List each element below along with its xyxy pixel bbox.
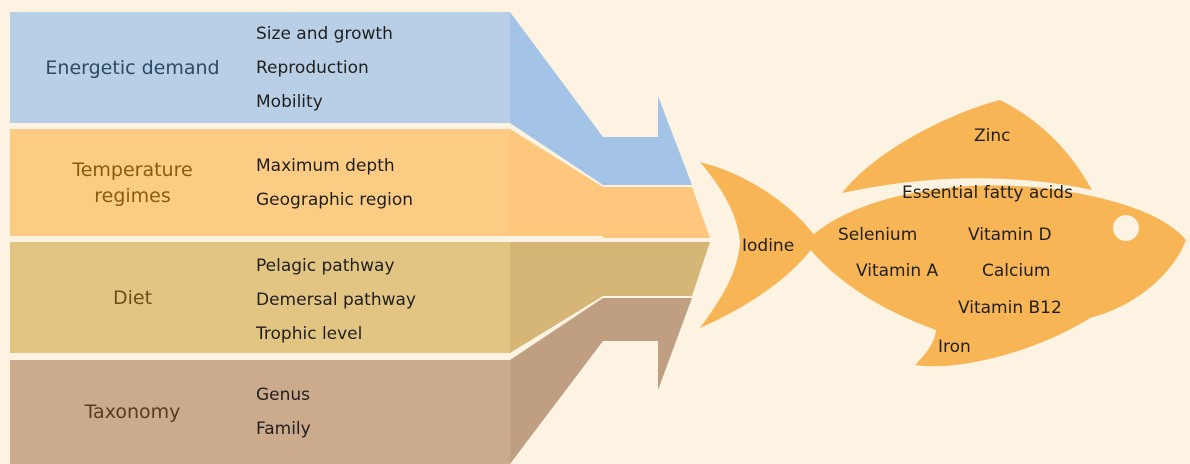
nutrient-vitamin-d: Vitamin D (968, 225, 1052, 245)
nutrient-essential-fatty-acids: Essential fatty acids (902, 183, 1073, 203)
band-taxonomy-wedge (510, 298, 603, 464)
factor-label-taxonomy: Taxonomy (30, 360, 235, 464)
list-item: Size and growth (256, 23, 393, 44)
fish-body (805, 185, 1186, 367)
list-item: Maximum depth (256, 155, 395, 176)
band-taxonomy (10, 298, 692, 464)
factor-label-text: Taxonomy (84, 401, 181, 423)
nutrient-iron: Iron (938, 337, 971, 357)
list-item: Reproduction (256, 57, 369, 78)
band-taxonomy-arrow (603, 298, 692, 390)
factor-label-diet: Diet (30, 242, 235, 353)
list-item: Geographic region (256, 189, 414, 210)
nutrient-zinc: Zinc (974, 126, 1011, 146)
fish-shape (700, 100, 1186, 367)
list-item: Pelagic pathway (256, 255, 395, 276)
nutrient-selenium: Selenium (838, 225, 918, 245)
list-item: Trophic level (256, 323, 363, 344)
list-item: Demersal pathway (256, 289, 416, 310)
band-temperature-regimes-arrow (603, 187, 710, 238)
sub-list-temperature-regimes: Maximum depth Geographic region (256, 129, 496, 236)
band-energetic-demand-wedge (510, 12, 603, 185)
band-diet-rect (10, 242, 510, 353)
band-energetic-demand-arrow (603, 96, 692, 185)
nutrient-vitamin-a: Vitamin A (856, 261, 939, 281)
band-diet-arrow (603, 242, 710, 296)
band-temperature-regimes-wedge (510, 129, 603, 236)
fish-tail-fin (700, 162, 818, 328)
factor-label-text: Diet (112, 286, 153, 309)
factor-label-temperature-regimes: Temperature regimes (30, 129, 235, 236)
factor-label-text: Energetic demand (45, 56, 220, 79)
band-temperature-regimes (10, 129, 710, 238)
sub-list-energetic-demand: Size and growth Reproduction Mobility (256, 12, 496, 123)
fish-dorsal-fin (842, 100, 1092, 193)
band-taxonomy-rect (10, 360, 510, 464)
fish-eye (1113, 215, 1139, 241)
list-item: Mobility (256, 91, 323, 112)
list-item: Genus (256, 385, 311, 405)
nutrient-vitamin-b12: Vitamin B12 (958, 298, 1062, 318)
sub-list-diet: Pelagic pathway Demersal pathway Trophic… (256, 246, 496, 353)
factor-label-text: regimes (94, 184, 171, 207)
list-item: Family (256, 419, 311, 439)
factor-label-text: Temperature (72, 158, 193, 181)
sub-list-taxonomy: Genus Family (256, 360, 496, 464)
band-temperature-regimes-rect (10, 129, 510, 236)
nutrient-iodine: Iodine (742, 236, 795, 256)
band-energetic-demand (10, 12, 692, 185)
nutrient-calcium: Calcium (982, 261, 1051, 281)
band-diet (10, 242, 710, 353)
factor-label-energetic-demand: Energetic demand (30, 12, 235, 123)
band-diet-wedge (510, 242, 603, 353)
band-energetic-demand-rect (10, 12, 510, 123)
